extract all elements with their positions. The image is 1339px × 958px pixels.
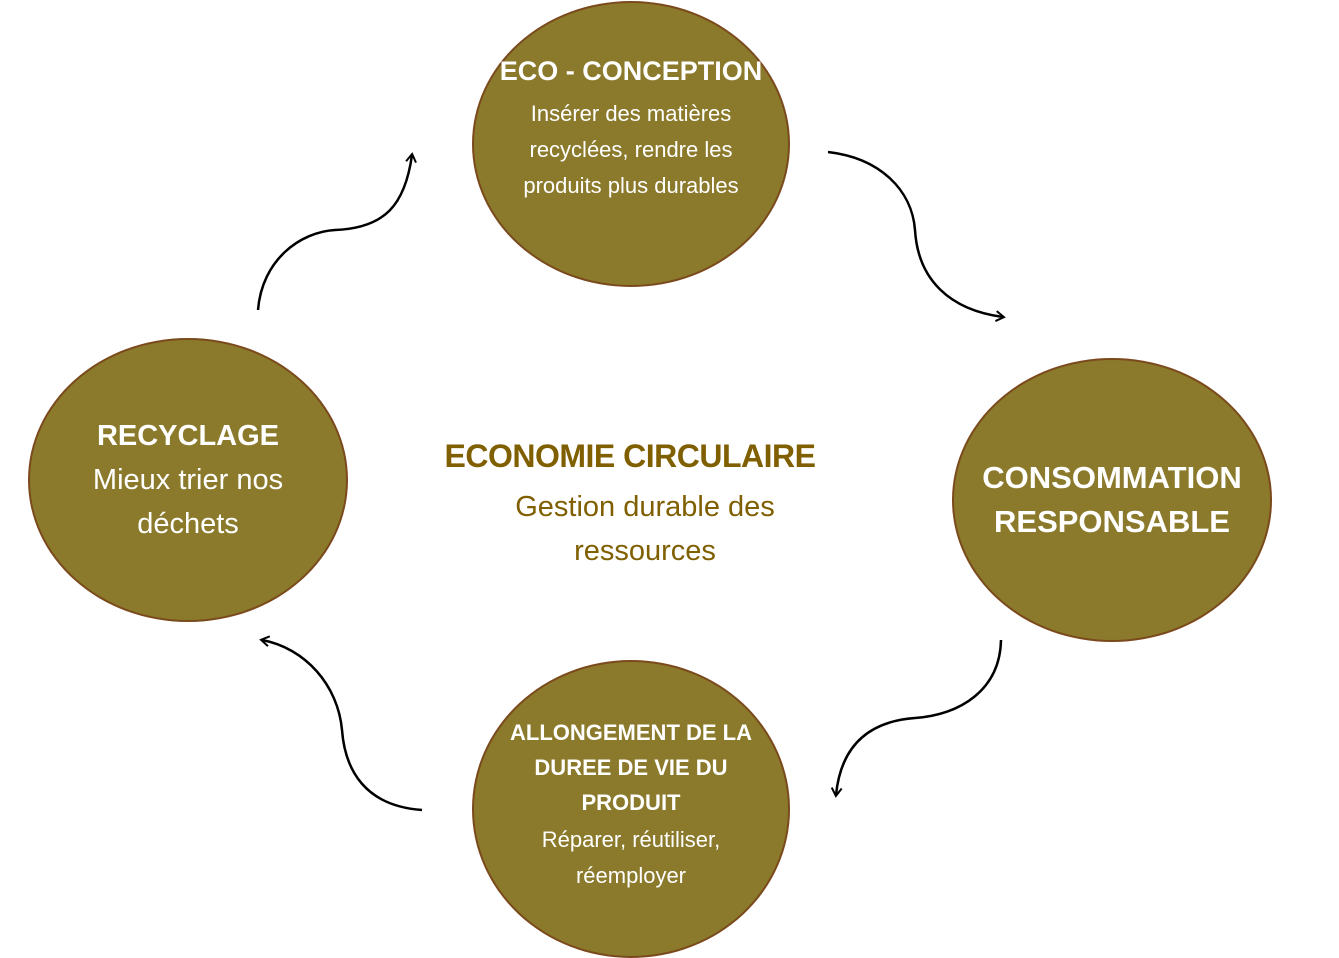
arrow-recyclage-to-eco — [256, 152, 417, 311]
arrow-eco-to-conso — [827, 150, 1006, 322]
arrow-allong-to-recy — [259, 635, 423, 812]
node-recyclage-title: RECYCLAGE — [96, 420, 280, 452]
node-eco-conception-title: ECO - CONCEPTION — [499, 56, 763, 87]
node-eco-conception: ECO - CONCEPTION Insérer des matières re… — [472, 1, 790, 287]
center-subtitle: Gestion durable des ressources — [515, 491, 775, 567]
node-recyclage-description: Mieux trier nos déchets — [92, 464, 284, 540]
center-title: ECONOMIE CIRCULAIRE — [444, 438, 816, 474]
node-consommation-responsable: CONSOMMATION RESPONSABLE — [952, 358, 1272, 642]
node-eco-conception-description: Insérer des matières recyclées, rendre l… — [523, 100, 739, 198]
node-allongement-title: ALLONGEMENT DE LA DUREE DE VIE DU PRODUI… — [510, 719, 752, 815]
node-allongement-duree-vie: ALLONGEMENT DE LA DUREE DE VIE DU PRODUI… — [472, 660, 790, 958]
center-label: ECONOMIE CIRCULAIRE Gestion durable des … — [420, 438, 860, 573]
node-recyclage: RECYCLAGE Mieux trier nos déchets — [28, 338, 348, 622]
arrow-conso-to-allong — [830, 639, 1003, 798]
node-consommation-title: CONSOMMATION RESPONSABLE — [982, 460, 1242, 539]
node-allongement-description: Réparer, réutiliser, réemployer — [541, 826, 721, 888]
